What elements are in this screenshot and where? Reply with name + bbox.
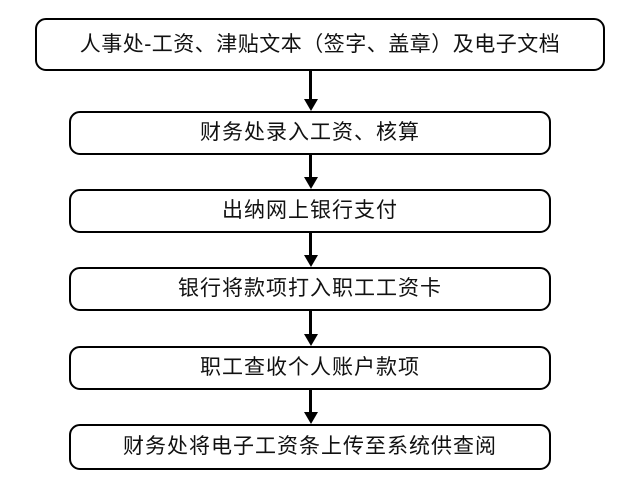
- arrow-down-icon: [304, 255, 318, 267]
- flow-connector-1-to-2: [304, 71, 318, 111]
- flow-node-6-label: 财务处将电子工资条上传至系统供查阅: [123, 434, 497, 459]
- flow-node-1[interactable]: 人事处-工资、津贴文本（签字、盖章）及电子文档: [35, 18, 605, 71]
- flow-node-1-label: 人事处-工资、津贴文本（签字、盖章）及电子文档: [79, 31, 561, 56]
- connector-shaft: [309, 71, 312, 99]
- flow-node-2[interactable]: 财务处录入工资、核算: [69, 111, 551, 155]
- connector-shaft: [309, 155, 312, 177]
- arrow-down-icon: [304, 99, 318, 111]
- flow-connector-4-to-5: [304, 311, 318, 346]
- flow-connector-3-to-4: [304, 233, 318, 267]
- flow-node-6[interactable]: 财务处将电子工资条上传至系统供查阅: [69, 424, 551, 470]
- flow-connector-5-to-6: [304, 390, 318, 424]
- flow-node-2-label: 财务处录入工资、核算: [200, 120, 420, 145]
- flow-connector-2-to-3: [304, 155, 318, 189]
- arrow-down-icon: [304, 177, 318, 189]
- connector-shaft: [309, 233, 312, 255]
- flow-node-4[interactable]: 银行将款项打入职工工资卡: [69, 267, 551, 311]
- connector-shaft: [309, 311, 312, 334]
- connector-shaft: [309, 390, 312, 412]
- flow-node-5-label: 职工查收个人账户款项: [200, 355, 420, 380]
- arrow-down-icon: [304, 412, 318, 424]
- flow-node-3-label: 出纳网上银行支付: [222, 198, 398, 223]
- flow-node-5[interactable]: 职工查收个人账户款项: [69, 346, 551, 390]
- arrow-down-icon: [304, 334, 318, 346]
- flow-node-4-label: 银行将款项打入职工工资卡: [178, 276, 442, 301]
- flow-node-3[interactable]: 出纳网上银行支付: [69, 189, 551, 233]
